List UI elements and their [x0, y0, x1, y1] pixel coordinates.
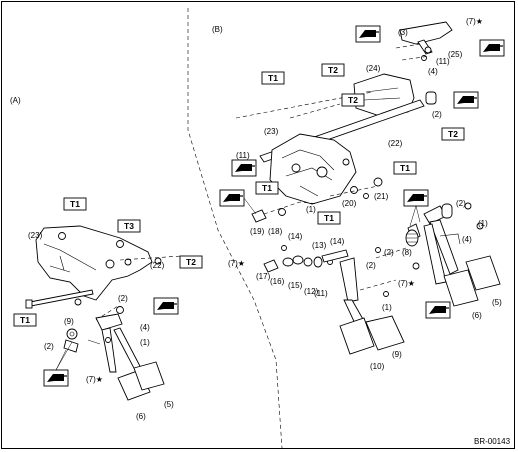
part-label: (19): [250, 227, 265, 236]
pedal-pad-9b: [365, 315, 405, 351]
part-label: (1): [478, 219, 488, 228]
grease-icons: [43, 25, 505, 387]
torque-label: T3: [124, 221, 134, 231]
torque-callouts: T1 T3 T2 T1 T1 T2 T2 T2 T1 T1 T1: [13, 63, 465, 327]
part-label: (4): [428, 67, 438, 76]
part-label: (1): [382, 303, 392, 312]
part-label: (4): [462, 235, 472, 244]
grease-icon: [425, 301, 451, 319]
part-label: (17): [256, 272, 271, 281]
section-label-a: (A): [10, 96, 21, 105]
part-label: (25): [448, 50, 463, 59]
part-label: (7)★: [228, 259, 245, 268]
torque-box-t2-b2: [341, 93, 365, 107]
part-label: (22): [388, 139, 403, 148]
part-label: (2): [456, 199, 466, 208]
torque-box-t1-b4: [317, 211, 341, 225]
section-label-b: (B): [212, 25, 223, 34]
part-label: (14): [288, 232, 303, 241]
torque-label: T1: [20, 315, 30, 325]
grease-icon: [219, 189, 245, 207]
part-label: (8): [402, 248, 412, 257]
torque-label: T1: [324, 213, 334, 223]
part-label: (21): [374, 192, 389, 201]
bracket-a: [35, 225, 153, 301]
part-label: (23): [28, 231, 43, 240]
grease-icon: [231, 159, 257, 177]
part-label: (3): [398, 28, 408, 37]
part-label: (22): [150, 261, 165, 270]
torque-box-t1-b2: [393, 161, 417, 175]
part-label: (20): [342, 199, 357, 208]
part-label: (2): [366, 261, 376, 270]
section-divider: [187, 8, 283, 449]
grease-icon: [43, 369, 69, 387]
part-label: (16): [270, 277, 285, 286]
part-label: (13): [312, 241, 327, 250]
torque-box-t1-a2: [13, 313, 37, 327]
labels: (A) (B) BR-00143 (23) (22) (2) (9) (2) (…: [10, 17, 511, 446]
torque-box-t1-a1: [63, 197, 87, 211]
torque-box-t2-a: [179, 255, 203, 269]
pedal-pad-5a: [133, 361, 165, 391]
part-label: (23): [264, 127, 279, 136]
section-b-assembly: [235, 21, 501, 355]
part-label: (7)★: [466, 17, 483, 26]
torque-label: T2: [186, 257, 196, 267]
part-label: (11): [236, 151, 250, 160]
part-label: (10): [370, 362, 385, 371]
part-label: (1): [140, 338, 150, 347]
part-label: (9): [392, 350, 402, 359]
grease-icon: [355, 25, 381, 43]
part-label: (24): [366, 64, 381, 73]
torque-label: T2: [348, 95, 358, 105]
part-label: (18): [268, 227, 283, 236]
part-label: (9): [64, 317, 74, 326]
part-label: (11): [436, 57, 450, 66]
part-label: (6): [136, 412, 146, 421]
bushing-9a: [66, 328, 78, 340]
torque-box-t1-b3: [255, 181, 279, 195]
bracket-3: [399, 21, 453, 45]
torque-label: T1: [262, 183, 272, 193]
section-a-assembly: [25, 225, 183, 401]
part-label: (4): [140, 323, 150, 332]
torque-label: T1: [268, 73, 278, 83]
part-label: (2): [432, 110, 442, 119]
pedal-pad-10b: [339, 317, 375, 355]
grease-icon: [479, 39, 505, 57]
part-label: (12): [304, 287, 319, 296]
doc-code: BR-00143: [474, 437, 511, 446]
torque-label: T1: [70, 199, 80, 209]
grease-icon: [453, 91, 479, 109]
torque-label: T1: [400, 163, 410, 173]
torque-box-t2-b1: [321, 63, 345, 77]
pedal-pad-5b: [465, 255, 501, 291]
part-label: (7)★: [86, 375, 103, 384]
part-label: (6): [472, 311, 482, 320]
grease-icon: [153, 297, 179, 315]
pedal-pad-6b: [443, 269, 479, 307]
part-label: (11): [314, 289, 328, 298]
part-label: (1): [306, 205, 316, 214]
grease-icon: [403, 189, 429, 207]
bolt-a: [29, 289, 94, 307]
part-label: (15): [288, 281, 303, 290]
torque-box-t3: [117, 219, 141, 233]
torque-label: T2: [448, 129, 458, 139]
part-label: (2): [384, 248, 394, 257]
part-label: (5): [164, 400, 174, 409]
torque-box-t1-b1: [261, 71, 285, 85]
torque-box-t2-b3: [441, 127, 465, 141]
part-label: (14): [330, 237, 345, 246]
part-label: (5): [492, 298, 502, 307]
torque-label: T2: [328, 65, 338, 75]
part-label: (7)★: [398, 279, 415, 288]
part-label: (2): [118, 294, 128, 303]
part-label: (2): [44, 342, 54, 351]
